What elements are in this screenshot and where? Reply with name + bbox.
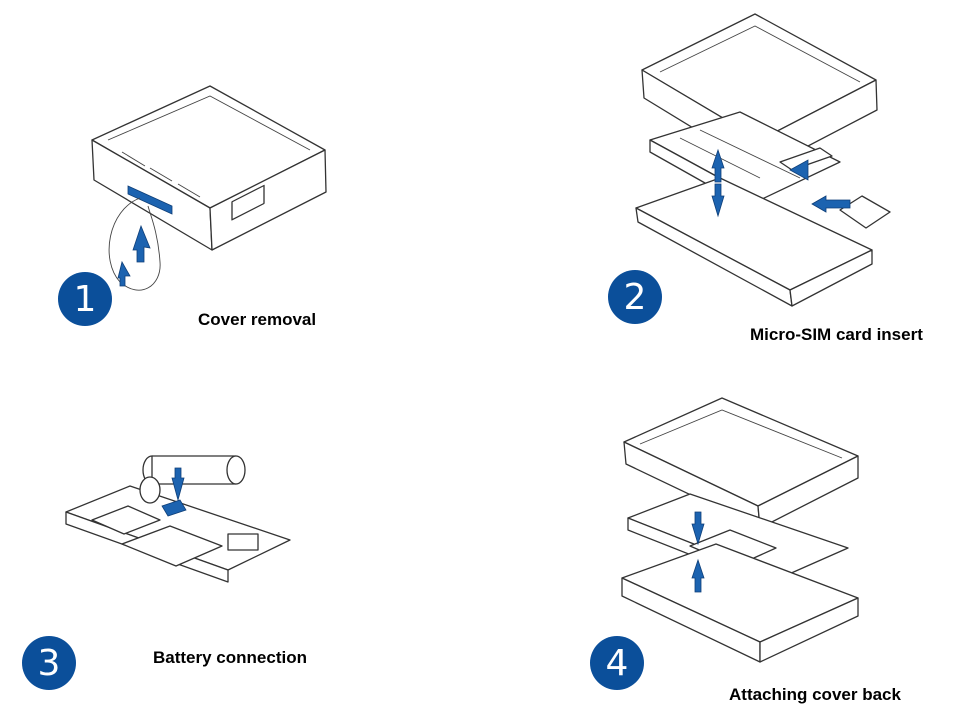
step-4-caption: Attaching cover back — [729, 685, 901, 704]
step-3-number: 3 — [37, 642, 61, 684]
step-2-number: 2 — [623, 276, 647, 318]
step-1-number: 1 — [73, 278, 97, 320]
step-2-caption: Micro-SIM card insert — [750, 325, 923, 344]
step-2-badge: 2 — [608, 270, 662, 324]
step-4-badge: 4 — [590, 636, 644, 690]
step-3-badge: 3 — [22, 636, 76, 690]
step-1-caption: Cover removal — [198, 310, 317, 329]
step-4-number: 4 — [605, 642, 629, 684]
step-3-caption: Battery connection — [153, 648, 307, 667]
step-1-badge: 1 — [58, 272, 112, 326]
